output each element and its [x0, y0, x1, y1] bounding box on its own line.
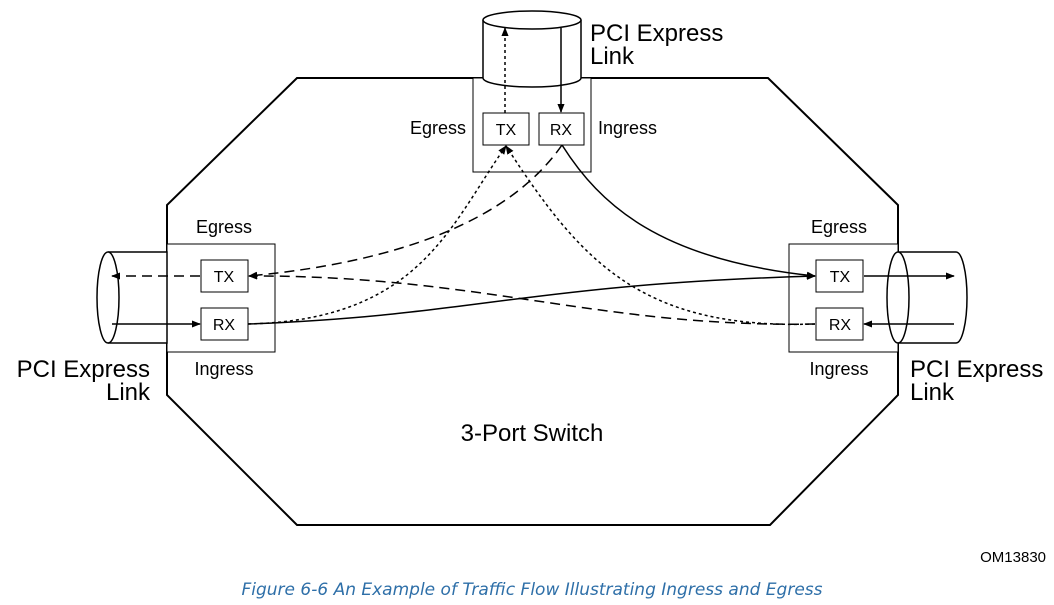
- right-link-label-line1: PCI Express: [910, 356, 1043, 383]
- left-ingress-label: Ingress: [194, 359, 253, 379]
- top-tx-box: [482, 112, 530, 146]
- flow-left-rx-to-right-tx: [247, 272, 816, 325]
- right-ingress-label: Ingress: [809, 359, 868, 379]
- right-tx-box: [815, 259, 864, 293]
- right-tx-label: TX: [830, 269, 851, 286]
- right-rx-label: RX: [829, 317, 852, 334]
- switch-title: 3-Port Switch: [461, 420, 604, 447]
- left-tx-box: [200, 259, 249, 293]
- flow-left-rx-to-top-tx: [247, 145, 507, 325]
- top-egress-label: Egress: [410, 118, 466, 138]
- top-link-cylinder: [482, 10, 582, 88]
- left-link-cylinder: [96, 251, 168, 344]
- right-egress-label: Egress: [811, 217, 867, 237]
- left-rx-label: RX: [213, 317, 236, 334]
- figure-ref-code: OM13830: [980, 549, 1046, 566]
- left-link-label-line2: Link: [106, 379, 151, 406]
- flow-right-rx-to-top-tx: [505, 145, 816, 326]
- flow-right-rx-to-left-tx: [248, 272, 816, 325]
- top-tx-label: TX: [496, 122, 517, 139]
- top-link-label-line1: PCI Express: [590, 20, 723, 47]
- right-link-cylinder: [886, 251, 968, 344]
- left-link-label-line1: PCI Express: [17, 356, 150, 383]
- left-tx-label: TX: [214, 269, 235, 286]
- top-link-label-line2: Link: [590, 43, 635, 70]
- figure-caption: Figure 6-6 An Example of Traffic Flow Il…: [241, 580, 822, 600]
- flow-top-rx-to-right-tx: [561, 144, 816, 279]
- top-ingress-label: Ingress: [598, 118, 657, 138]
- left-rx-box: [200, 307, 249, 341]
- right-rx-box: [815, 307, 864, 341]
- right-link-label-line2: Link: [910, 379, 955, 406]
- top-rx-label: RX: [550, 122, 573, 139]
- left-egress-label: Egress: [196, 217, 252, 237]
- flow-top-rx-to-left-tx: [248, 144, 563, 279]
